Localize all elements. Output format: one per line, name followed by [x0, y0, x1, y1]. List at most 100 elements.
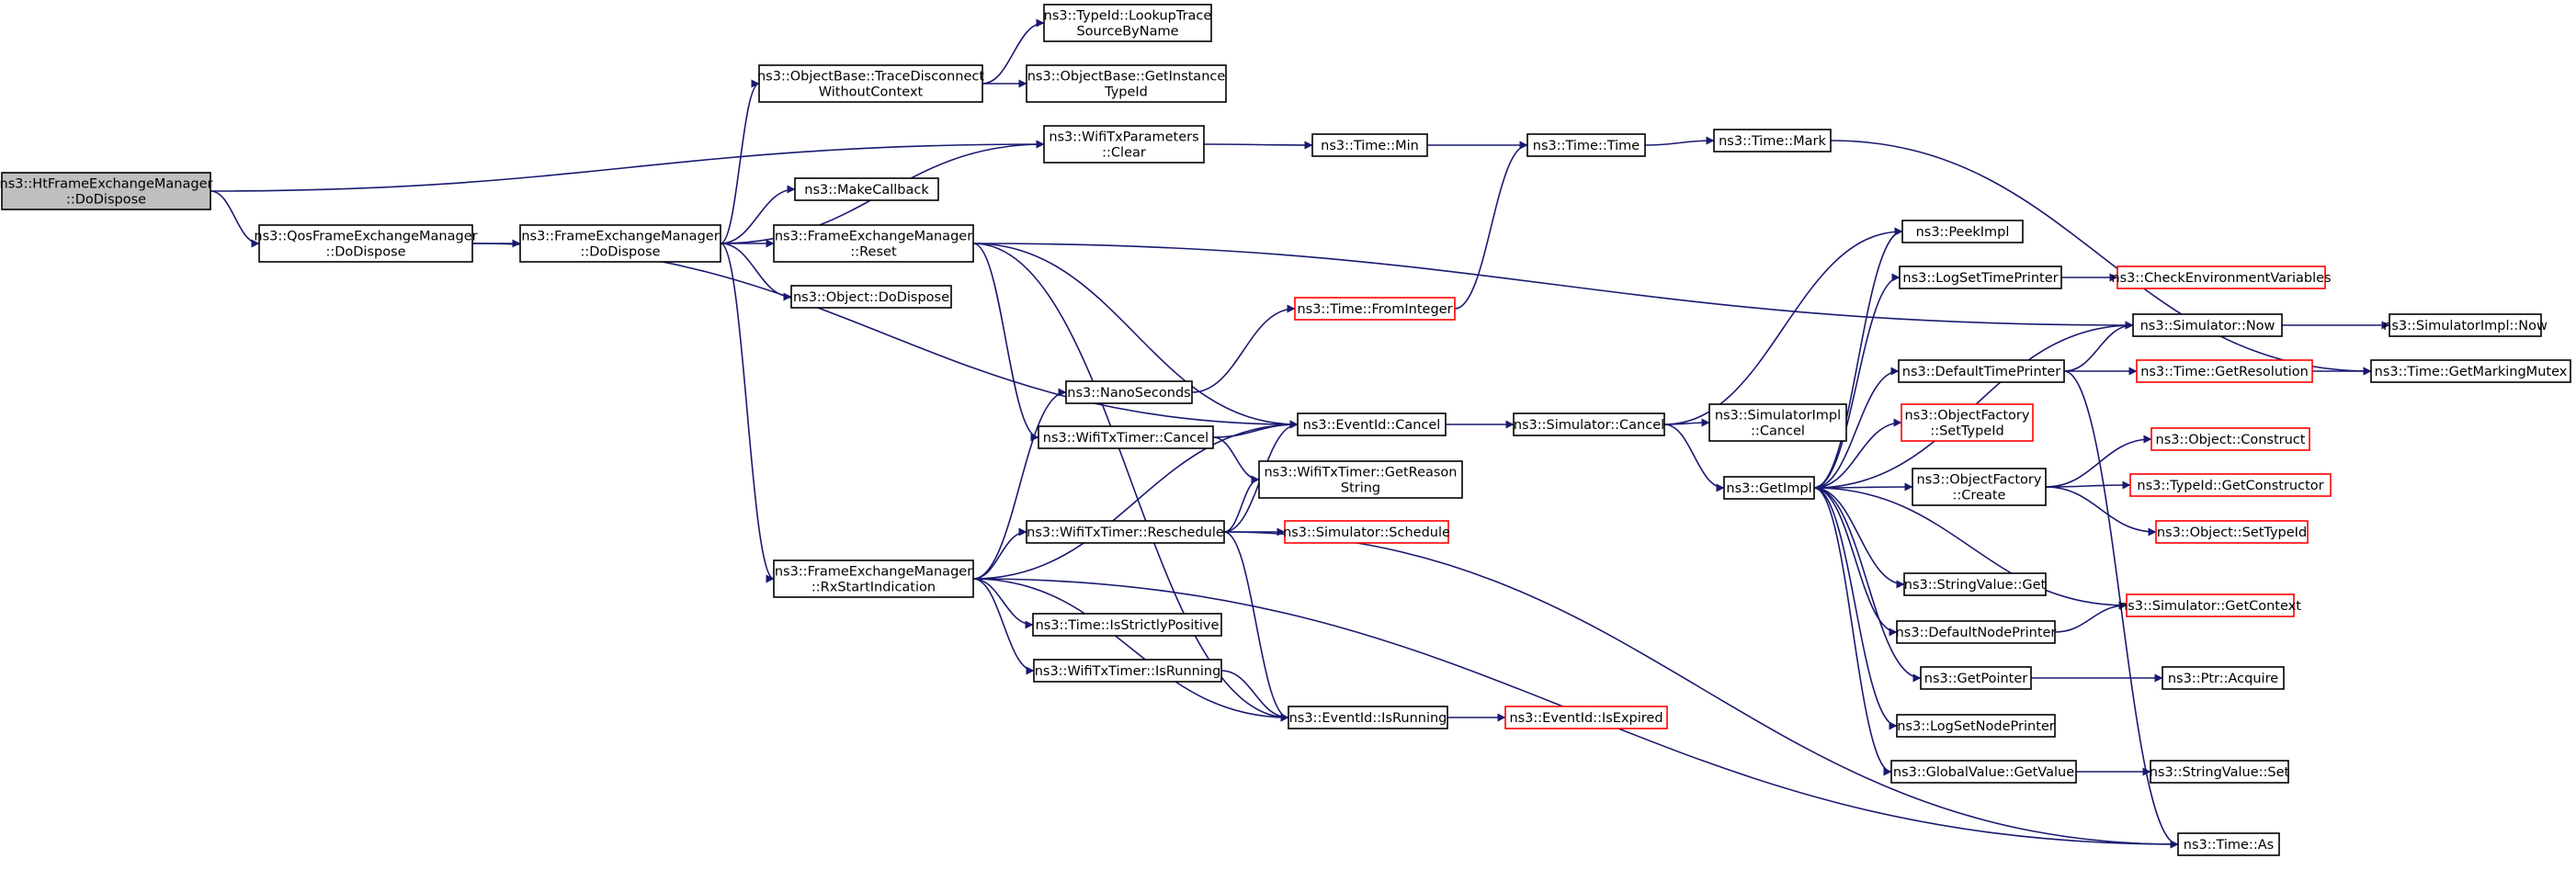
node-label: ns3::SimulatorImpl	[1715, 409, 1841, 424]
node-ns3-eventid-isrunning[interactable]: ns3::EventId::IsRunning	[1288, 706, 1448, 729]
node-label: ns3::LogSetTimePrinter	[1902, 271, 2058, 286]
edge-resched-to-timeas	[1223, 531, 2179, 849]
node-ns3-simulatorimpl-cancel[interactable]: ns3::SimulatorImpl::Cancel	[1708, 403, 1847, 442]
node-ns3-time-getresolution[interactable]: ns3::Time::GetResolution	[2136, 359, 2313, 383]
node-box	[2155, 520, 2309, 544]
node-label: ns3::GetImpl	[1726, 481, 1811, 496]
node-ns3-time-isstrictlypositive[interactable]: ns3::Time::IsStrictlyPositive	[1032, 613, 1222, 637]
node-ns3-frameexchangemanager-reset[interactable]: ns3::FrameExchangeManager::Reset	[773, 224, 974, 263]
node-ns3-peekimpl[interactable]: ns3::PeekImpl	[1901, 220, 2024, 243]
node-box	[1043, 4, 1212, 42]
edge-ofcreate-to-getctor	[2045, 480, 2131, 490]
edge-fereset-to-evcancel	[972, 243, 1299, 429]
node-label: ns3::EventId::IsRunning	[1289, 711, 1447, 726]
node-box	[1898, 359, 2065, 383]
node-ns3-simulator-now[interactable]: ns3::Simulator::Now	[2132, 313, 2283, 337]
node-ns3-ptr-acquire[interactable]: ns3::Ptr::Acquire	[2162, 666, 2285, 690]
node-ns3-getimpl[interactable]: ns3::GetImpl	[1723, 476, 1815, 500]
node-ns3-time-mark[interactable]: ns3::Time::Mark	[1713, 129, 1832, 153]
node-ns3-logsettimeprinter[interactable]: ns3::LogSetTimePrinter	[1899, 266, 2062, 289]
node-label: String	[1341, 481, 1380, 496]
node-ns3-defaulttimeprinter[interactable]: ns3::DefaultTimePrinter	[1898, 359, 2065, 383]
node-ns3-time-as[interactable]: ns3::Time::As	[2177, 832, 2280, 856]
node-ns3-wifitxtimer-isrunning[interactable]: ns3::WifiTxTimer::IsRunning	[1033, 659, 1222, 683]
node-box	[1026, 64, 1227, 103]
node-box	[1901, 220, 2024, 243]
node-label: ns3::Object::SetTypeId	[2157, 525, 2307, 540]
node-ns3-objectbase-tracedisconnect-withoutcontext[interactable]: ns3::ObjectBase::TraceDisconnectWithoutC…	[757, 64, 984, 103]
node-label: ns3::EventId::Cancel	[1303, 418, 1441, 433]
node-label: ns3::Time::Min	[1321, 139, 1419, 153]
node-ns3-frameexchangemanager-rxstartindication[interactable]: ns3::FrameExchangeManager::RxStartIndica…	[773, 559, 974, 598]
node-box	[1065, 380, 1193, 404]
edge-wtcancel-to-getreason	[1212, 436, 1260, 484]
edge-simctx-to-getimpl	[1813, 483, 2128, 606]
node-ns3-checkenvironmentvariables[interactable]: ns3::CheckEnvironmentVariables	[2111, 266, 2332, 289]
node-label: ns3::QosFrameExchangeManager	[254, 230, 477, 244]
node-box	[258, 224, 473, 263]
node-ns3-simulatorimpl-now[interactable]: ns3::SimulatorImpl::Now	[2383, 313, 2548, 337]
node-ns3-frameexchangemanager-dodispose[interactable]: ns3::FrameExchangeManager::DoDispose	[519, 224, 721, 263]
node-ns3-htframeexchangemanager-dodispose: ns3::HtFrameExchangeManager::DoDispose	[0, 172, 212, 210]
node-ns3-stringvalue-set[interactable]: ns3::StringValue::Set	[2150, 760, 2290, 784]
node-box	[790, 285, 952, 309]
node-ns3-stringvalue-get[interactable]: ns3::StringValue::Get	[1903, 572, 2047, 596]
node-ns3-simulator-schedule[interactable]: ns3::Simulator::Schedule	[1283, 520, 1450, 544]
node-ns3-objectfactory-settypeid[interactable]: ns3::ObjectFactory::SetTypeId	[1901, 403, 2034, 442]
node-ns3-defaultnodeprinter[interactable]: ns3::DefaultNodePrinter	[1896, 620, 2057, 644]
node-ns3-time-min[interactable]: ns3::Time::Min	[1311, 133, 1428, 157]
node-ns3-qosframeexchangemanager-dodispose[interactable]: ns3::QosFrameExchangeManager::DoDispose	[254, 224, 478, 263]
edge-getimpl-to-logsetnp	[1813, 487, 1898, 730]
node-ns3-eventid-isexpired[interactable]: ns3::EventId::IsExpired	[1504, 706, 1668, 729]
node-box	[1297, 412, 1447, 436]
node-ns3-nanoseconds[interactable]: ns3::NanoSeconds	[1065, 380, 1193, 404]
node-ns3-object-settypeid[interactable]: ns3::Object::SetTypeId	[2155, 520, 2309, 544]
node-label: ns3::Simulator::Cancel	[1514, 418, 1664, 433]
node-ns3-globalvalue-getvalue[interactable]: ns3::GlobalValue::GetValue	[1890, 760, 2077, 784]
node-box	[1, 172, 211, 210]
node-box	[758, 64, 983, 103]
node-ns3-makecallback[interactable]: ns3::MakeCallback	[794, 177, 939, 201]
node-label: ns3::Time::GetMarkingMutex	[2375, 365, 2568, 379]
node-box	[1033, 659, 1222, 683]
node-label: ::Cancel	[1751, 424, 1805, 439]
node-box	[794, 177, 939, 201]
node-ns3-wifitxtimer-reschedule[interactable]: ns3::WifiTxTimer::Reschedule	[1026, 520, 1225, 544]
node-ns3-getpointer[interactable]: ns3::GetPointer	[1920, 666, 2032, 690]
node-ns3-typeid-getconstructor[interactable]: ns3::TypeId::GetConstructor	[2129, 473, 2332, 497]
edge-wifiparams-to-timemin	[1203, 141, 1313, 150]
node-label: ns3::ObjectFactory	[1917, 473, 2042, 488]
edge-fereset-to-evrunning	[972, 243, 1289, 722]
node-ns3-logsetnodeprinter[interactable]: ns3::LogSetNodePrinter	[1896, 714, 2056, 738]
node-label: ns3::NanoSeconds	[1067, 386, 1190, 401]
node-label: ns3::EventId::IsExpired	[1509, 711, 1662, 726]
node-label: ns3::Time::As	[2184, 838, 2274, 853]
node-ns3-time-getmarkingmutex[interactable]: ns3::Time::GetMarkingMutex	[2370, 359, 2571, 383]
node-ns3-simulator-cancel[interactable]: ns3::Simulator::Cancel	[1513, 412, 1665, 436]
node-ns3-wifitxtimer-cancel[interactable]: ns3::WifiTxTimer::Cancel	[1038, 425, 1214, 449]
node-box	[1899, 266, 2062, 289]
node-ns3-simulator-getcontext[interactable]: ns3::Simulator::GetContext	[2119, 593, 2301, 617]
node-label: ns3::Time::IsStrictlyPositive	[1036, 618, 1220, 633]
node-label: ns3::HtFrameExchangeManager	[0, 177, 212, 192]
node-box	[1288, 706, 1448, 729]
node-ns3-object-dodispose[interactable]: ns3::Object::DoDispose	[790, 285, 952, 309]
edge-getimpl-to-getptr	[1813, 487, 1922, 683]
node-ns3-objectfactory-create[interactable]: ns3::ObjectFactory::Create	[1912, 468, 2047, 506]
node-label: WithoutContext	[819, 85, 924, 100]
edge-getimpl-to-peekimpl	[1813, 227, 1903, 489]
node-label: ns3::ObjectBase::TraceDisconnect	[757, 70, 984, 85]
node-label: ::DoDispose	[325, 245, 405, 260]
edge-timetime-to-timemark	[1644, 136, 1715, 146]
node-label: ns3::Ptr::Acquire	[2168, 672, 2278, 686]
node-ns3-object-construct[interactable]: ns3::Object::Construct	[2150, 427, 2310, 451]
node-ns3-eventid-cancel[interactable]: ns3::EventId::Cancel	[1297, 412, 1447, 436]
node-ns3-time-frominteger[interactable]: ns3::Time::FromInteger	[1294, 297, 1456, 321]
node-ns3-wifitxparameters-clear[interactable]: ns3::WifiTxParameters::Clear	[1043, 125, 1205, 164]
node-ns3-time-time[interactable]: ns3::Time::Time	[1526, 133, 1646, 157]
node-label: ns3::GlobalValue::GetValue	[1893, 765, 2074, 780]
